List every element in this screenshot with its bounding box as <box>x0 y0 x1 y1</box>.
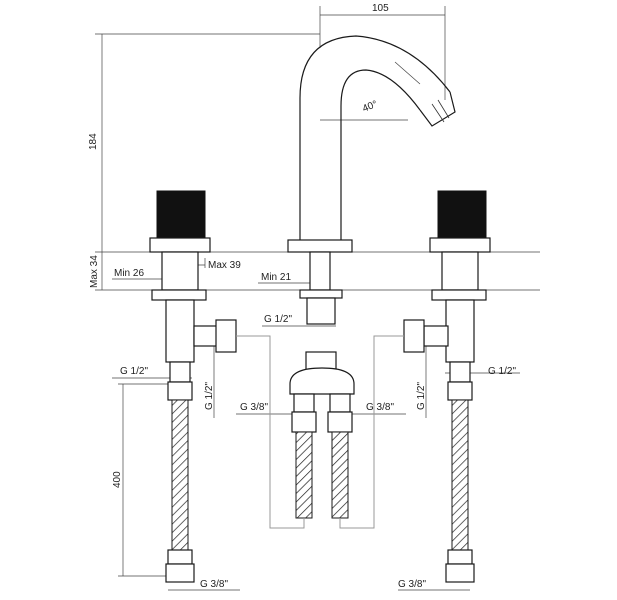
label-right-thread: G 1/2" <box>416 382 427 410</box>
dimension-labels: 105 184 40° Max 34 Max 39 Min 26 Min 21 … <box>88 3 516 590</box>
label-hose-end-left: G 3/8" <box>200 579 228 590</box>
label-184: 184 <box>88 133 99 150</box>
mixer-connector <box>289 351 355 433</box>
label-mixer-left: G 3/8" <box>240 402 268 413</box>
label-max39: Max 39 <box>208 260 241 271</box>
right-handle <box>437 190 487 238</box>
label-angle: 40° <box>361 99 379 115</box>
left-valve <box>149 190 237 401</box>
label-min21: Min 21 <box>261 272 291 283</box>
spout <box>287 35 456 325</box>
label-spout-thread: G 1/2" <box>264 314 292 325</box>
label-max34: Max 34 <box>89 255 100 288</box>
label-hose-end-right: G 3/8" <box>398 579 426 590</box>
hoses <box>165 399 475 583</box>
left-handle <box>156 190 206 238</box>
label-mixer-right: G 3/8" <box>366 402 394 413</box>
label-400: 400 <box>112 471 123 488</box>
label-right-outlet: G 1/2" <box>488 366 516 377</box>
label-105: 105 <box>372 3 389 14</box>
right-valve <box>403 190 491 401</box>
label-left-thread: G 1/2" <box>204 382 215 410</box>
connection-lines <box>236 335 404 529</box>
label-min26: Min 26 <box>114 268 144 279</box>
label-left-outlet: G 1/2" <box>120 366 148 377</box>
